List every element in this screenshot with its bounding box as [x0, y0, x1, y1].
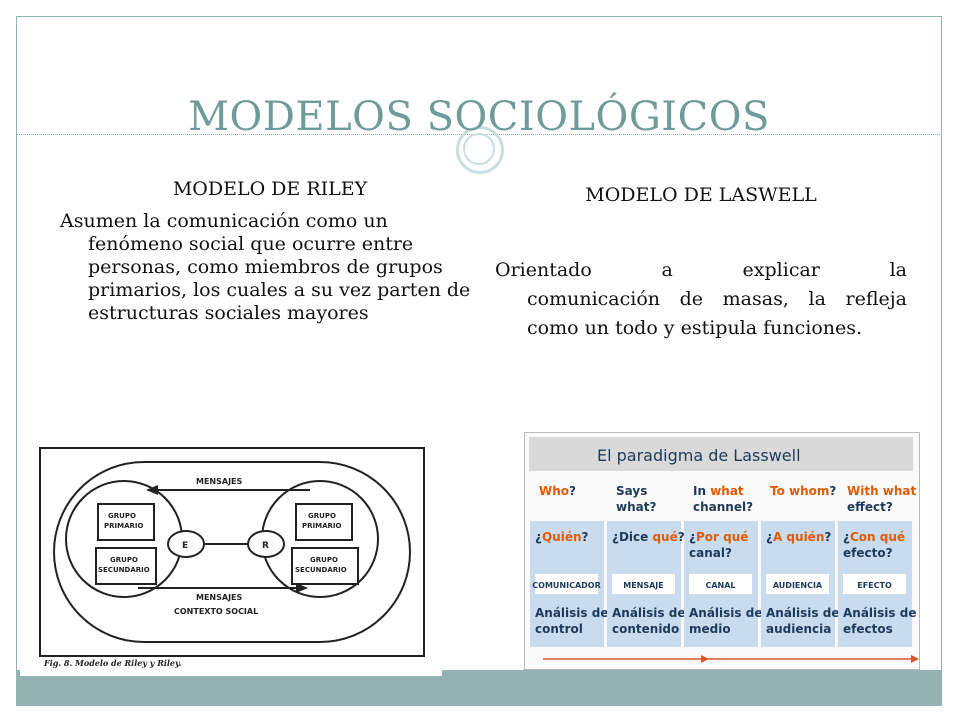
riley-right-primary-l1: GRUPO — [308, 512, 336, 520]
riley-node-e-label: E — [182, 541, 188, 551]
riley-left-primary-box — [97, 503, 155, 541]
lasswell-role-box — [766, 574, 829, 594]
lasswell-question-es-line2: canal? — [689, 546, 732, 560]
lasswell-paradigm-figure: El paradigma de Lasswell Who? ¿Quién? COMU… — [524, 432, 920, 670]
lasswell-analysis-line1: Análisis de — [535, 606, 608, 620]
lasswell-question-en-line2: effect? — [847, 500, 893, 514]
riley-right-secondary-l1: GRUPO — [310, 556, 338, 564]
lasswell-role: MENSAJE — [623, 581, 664, 590]
lasswell-question-es: ¿Quién? — [535, 530, 589, 544]
lasswell-analysis-line2: efectos — [843, 622, 893, 636]
lasswell-analysis-line2: audiencia — [766, 622, 831, 636]
riley-social-context-oval — [53, 461, 411, 643]
lasswell-title: El paradigma de Lasswell — [597, 446, 801, 465]
riley-left-primary-l1: GRUPO — [108, 512, 136, 520]
riley-left-secondary-l1: GRUPO — [110, 556, 138, 564]
laswell-heading: MODELO DE LASWELL — [585, 184, 817, 206]
riley-right-secondary-l2: SECUNDARIO — [295, 566, 347, 574]
lasswell-role: COMUNICADOR — [532, 581, 600, 590]
lasswell-question-es: ¿A quién? — [766, 530, 831, 544]
riley-right-primary-box — [295, 503, 353, 541]
lasswell-role: CANAL — [705, 581, 735, 590]
lasswell-timeline-mid-head — [701, 655, 709, 663]
laswell-word: Orientado — [495, 259, 592, 281]
riley-arrow-bottom-head — [296, 583, 308, 593]
laswell-word: a — [661, 259, 673, 281]
lasswell-question-en: To whom? — [770, 484, 836, 498]
lasswell-role-box — [843, 574, 906, 594]
lasswell-role-box — [689, 574, 752, 594]
lasswell-diagram: El paradigma de Lasswell Who? ¿Quién? COMU… — [529, 437, 919, 663]
riley-right-secondary-box — [291, 547, 359, 585]
lasswell-analysis-line1: Análisis de — [843, 606, 916, 620]
riley-right-primary-l2: PRIMARIO — [302, 522, 342, 530]
riley-heading: MODELO DE RILEY — [172, 178, 368, 200]
lasswell-question-es: ¿Dice qué? — [612, 530, 685, 544]
lasswell-analysis-line1: Análisis de — [766, 606, 839, 620]
riley-left-secondary-box — [95, 547, 157, 585]
riley-label-mensajes-top: MENSAJES — [196, 477, 243, 486]
lasswell-role-box — [612, 574, 675, 594]
lasswell-role: AUDIENCIA — [773, 581, 823, 590]
riley-left-secondary-l2: SECUNDARIO — [98, 566, 150, 574]
lasswell-question-en: Says — [616, 484, 647, 498]
riley-description: Asumen la comunicación como un fenómeno … — [60, 210, 475, 325]
footer-band — [16, 670, 942, 706]
riley-description-rest: fenómeno social que ocurre entre persona… — [88, 233, 471, 324]
laswell-description: Orientado a explicar la comunicación de … — [495, 256, 907, 343]
riley-node-r-label: R — [262, 541, 269, 551]
laswell-description-first-line: Orientado a explicar la — [495, 256, 907, 285]
laswell-word: explicar — [742, 259, 820, 281]
riley-outer-border — [39, 447, 425, 657]
riley-diagram: MENSAJES MENSAJES CONTEXTO SOCIAL GRUPO … — [39, 447, 425, 668]
riley-label-mensajes-bottom: MENSAJES — [196, 593, 243, 602]
lasswell-analysis-line2: medio — [689, 622, 731, 636]
lasswell-timeline-head — [911, 655, 919, 663]
lasswell-question-en: With what — [847, 484, 917, 498]
decorative-ring-inner — [463, 133, 495, 165]
lasswell-question-en-line2: what? — [616, 500, 656, 514]
riley-label-contexto: CONTEXTO SOCIAL — [174, 607, 258, 616]
lasswell-question-es-line2: efecto? — [843, 546, 893, 560]
decorative-ring-outer — [456, 126, 504, 174]
lasswell-title-bar — [529, 437, 913, 471]
lasswell-question-en-line2: channel? — [693, 500, 753, 514]
lasswell-analysis-line2: contenido — [612, 622, 679, 636]
lasswell-question-es: ¿Por qué — [689, 530, 748, 544]
riley-left-primary-l2: PRIMARIO — [104, 522, 144, 530]
lasswell-question-en: In what — [693, 484, 744, 498]
slide-title: MODELOS SOCIOLÓGICOS — [188, 94, 770, 140]
lasswell-role: EFECTO — [857, 581, 892, 590]
lasswell-analysis-line2: control — [535, 622, 583, 636]
riley-model-figure: MENSAJES MENSAJES CONTEXTO SOCIAL GRUPO … — [20, 418, 442, 676]
lasswell-question-en: Who? — [539, 484, 576, 498]
riley-description-first-line: Asumen la comunicación como un — [60, 210, 388, 232]
laswell-description-rest: comunicación de masas, la refleja como u… — [527, 288, 907, 339]
lasswell-question-es: ¿Con qué — [843, 530, 905, 544]
riley-arrow-top-head — [146, 485, 158, 495]
lasswell-analysis-line1: Análisis del — [689, 606, 767, 620]
laswell-word: la — [889, 259, 907, 281]
lasswell-analysis-line1: Análisis de — [612, 606, 685, 620]
riley-caption: Fig. 8. Modelo de Riley y Riley. — [43, 658, 182, 668]
lasswell-role-box — [535, 574, 598, 594]
